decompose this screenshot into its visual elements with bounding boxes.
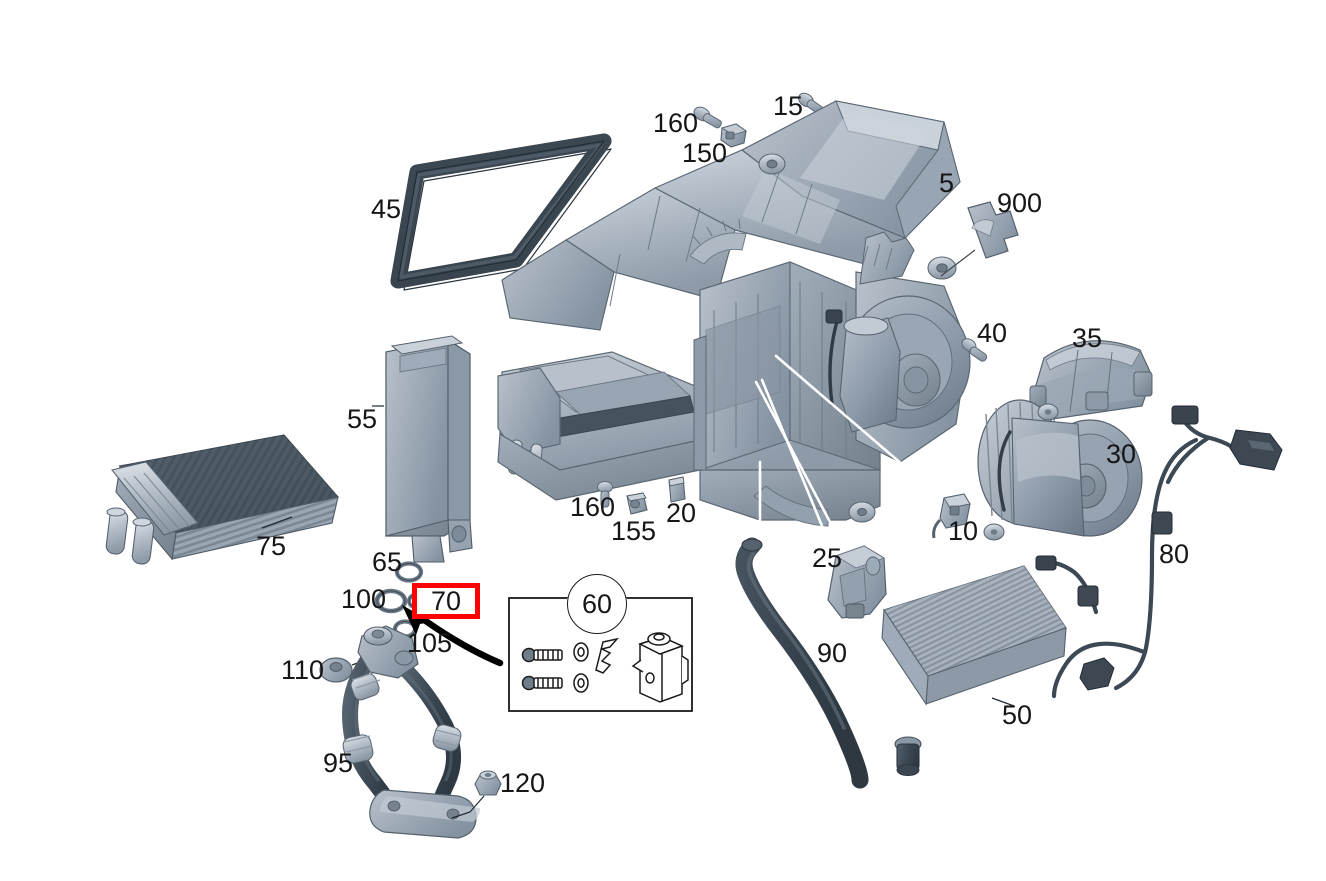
part-label-155: 155 <box>611 516 657 546</box>
part-label-25: 25 <box>812 543 843 573</box>
part-label-120: 120 <box>500 768 546 798</box>
part-160-screw-top <box>693 106 722 129</box>
part-label-150: 150 <box>682 138 728 168</box>
part-label-110: 110 <box>281 655 325 685</box>
part-50-cabin-filter <box>881 565 1067 707</box>
part-label-75: 75 <box>256 531 287 561</box>
part-25-actuator <box>827 545 887 619</box>
callout-leaders-white <box>754 354 948 562</box>
part-90-drain-hose <box>735 537 922 789</box>
highlight-label-text: 70 <box>430 585 462 616</box>
part-5-upper-housing <box>501 100 961 331</box>
part-label-90: 90 <box>817 638 848 668</box>
part-55-evaporator <box>372 335 473 563</box>
part-label-65: 65 <box>372 547 403 577</box>
part-75-heater-core <box>105 434 340 565</box>
part-110-grommet <box>319 653 396 683</box>
part-label-80: 80 <box>1159 539 1190 569</box>
part-30-blower-motor <box>977 399 1143 541</box>
part-10-clip <box>932 493 971 539</box>
part-label-900: 900 <box>997 188 1043 218</box>
part-label-35: 35 <box>1072 323 1103 353</box>
main-hvac-housing <box>497 218 971 527</box>
part-label-95: 95 <box>323 748 354 778</box>
part-label-10: 10 <box>948 516 979 546</box>
part-label-30: 30 <box>1106 439 1137 469</box>
part-35-blower-regulator <box>1029 340 1153 421</box>
highlighted-part-number-70[interactable]: 70 <box>412 583 480 619</box>
detail-callout-60[interactable]: 60 <box>567 574 627 634</box>
part-label-15: 15 <box>773 91 804 121</box>
part-20-clip <box>668 476 686 503</box>
part-45-gasket <box>390 133 612 291</box>
part-900-bracket <box>940 201 1019 277</box>
part-155-clip-nut <box>626 492 648 515</box>
part-label-160-mid: 160 <box>570 492 616 522</box>
part-label-160-top: 160 <box>653 108 699 138</box>
part-label-45: 45 <box>371 194 402 224</box>
part-label-5: 5 <box>939 168 955 198</box>
part-150-clip-nut <box>720 123 748 148</box>
part-label-100: 100 <box>341 584 387 614</box>
part-160-screw-mid <box>597 481 613 508</box>
part-95-refrigerant-lines <box>341 625 480 839</box>
detail-pointer-arrow <box>402 605 504 667</box>
harness-connectors <box>1035 405 1283 691</box>
part-label-105: 105 <box>407 628 453 658</box>
part-label-20: 20 <box>666 498 697 528</box>
part-label-55: 55 <box>347 404 378 434</box>
part-40-screw <box>961 338 988 362</box>
part-label-40: 40 <box>977 318 1008 348</box>
part-120-nut <box>451 770 502 819</box>
part-label-50: 50 <box>1002 700 1033 730</box>
